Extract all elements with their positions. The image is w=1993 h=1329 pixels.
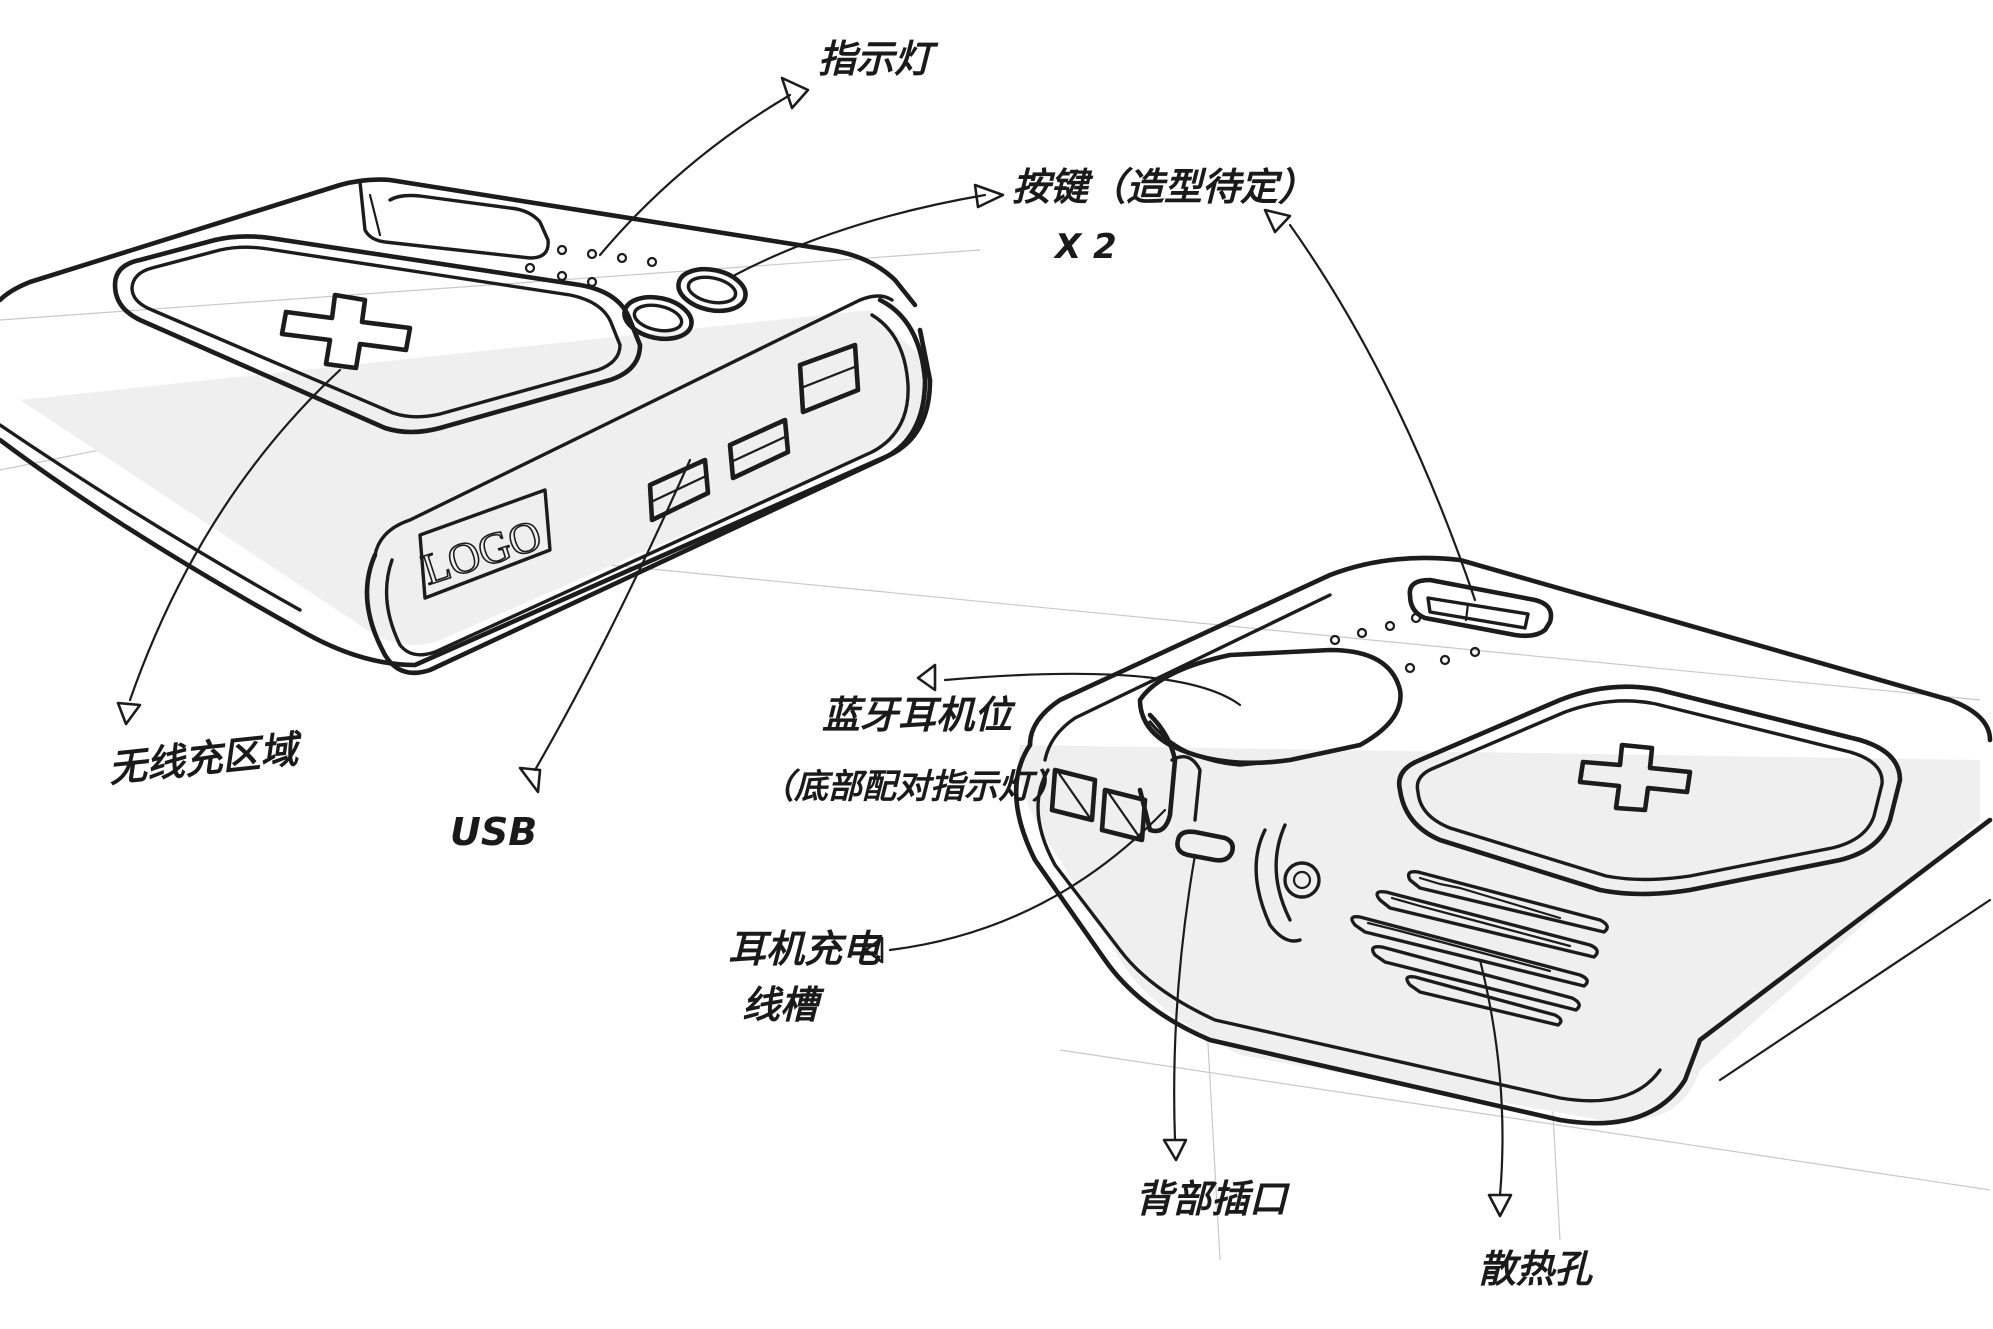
label-rear-port: 背部插口 (1135, 1177, 1291, 1221)
label-cable-slot-1: 耳机充电 (728, 927, 883, 971)
rear-wireless-charging-pad (1396, 684, 1903, 897)
rear-indicator-lights (1329, 612, 1481, 674)
label-wireless-area: 无线充区域 (106, 727, 306, 791)
plus-icon (279, 292, 413, 371)
power-bank-front-view: LOGO (0, 177, 933, 676)
label-cable-slot-2: 线槽 (742, 983, 825, 1027)
label-bluetooth-pairing: （底部配对指示灯） (760, 767, 1066, 807)
label-indicator-light: 指示灯 (818, 37, 939, 81)
label-buttons-count: X 2 (1053, 227, 1117, 267)
label-usb: USB (450, 810, 537, 854)
indicator-lights (524, 244, 658, 288)
label-bluetooth-earbud: 蓝牙耳机位 (822, 693, 1016, 737)
label-buttons: 按键（造型待定） (1012, 165, 1316, 209)
label-vent: 散热孔 (1478, 1247, 1594, 1291)
annotation-labels: 指示灯 按键（造型待定） X 2 无线充区域 USB 蓝牙耳机位 （底部配对指示… (106, 37, 1594, 1291)
callout-lines (116, 76, 1513, 1218)
vent-slots (1350, 869, 1609, 1027)
rear-port (1175, 829, 1321, 899)
wireless-charging-pad (112, 234, 643, 435)
rear-plus-icon (1577, 742, 1693, 813)
side-usb-ports (1049, 767, 1148, 843)
power-bank-rear-view (1013, 555, 1993, 1126)
rear-button (1407, 577, 1554, 639)
buttons-x2 (622, 266, 748, 342)
